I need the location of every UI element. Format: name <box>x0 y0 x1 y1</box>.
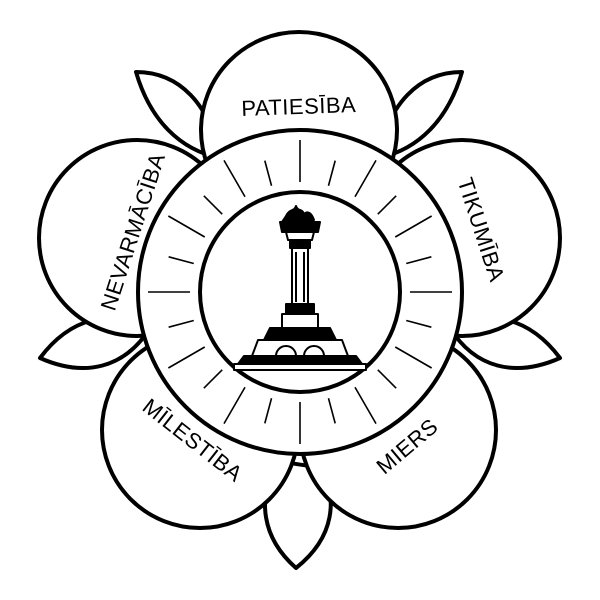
sepal-bottom <box>263 460 333 570</box>
sun-ray <box>394 346 433 369</box>
pillar-monument-icon <box>233 205 367 371</box>
sun-ray <box>354 386 377 425</box>
sun-ray <box>203 195 223 215</box>
sun-ray <box>377 195 397 215</box>
sun-ray <box>327 160 336 186</box>
sun-rays <box>148 140 452 444</box>
sun-ray <box>223 159 246 198</box>
sun-ray <box>168 319 194 328</box>
sun-ray <box>223 386 246 425</box>
sun-ray <box>406 319 432 328</box>
sun-ray <box>377 369 397 389</box>
sun-ray <box>167 346 206 369</box>
sun-ray <box>354 159 377 198</box>
sun-ray <box>406 256 432 265</box>
sun-ray <box>167 215 206 238</box>
sun-ray <box>203 369 223 389</box>
sun-ray <box>264 398 273 424</box>
sun-ray <box>327 398 336 424</box>
sun-ray <box>168 256 194 265</box>
label-patiesiba: PATIESĪBA <box>241 92 357 121</box>
sun-ray <box>394 215 433 238</box>
sun-ray <box>264 160 273 186</box>
